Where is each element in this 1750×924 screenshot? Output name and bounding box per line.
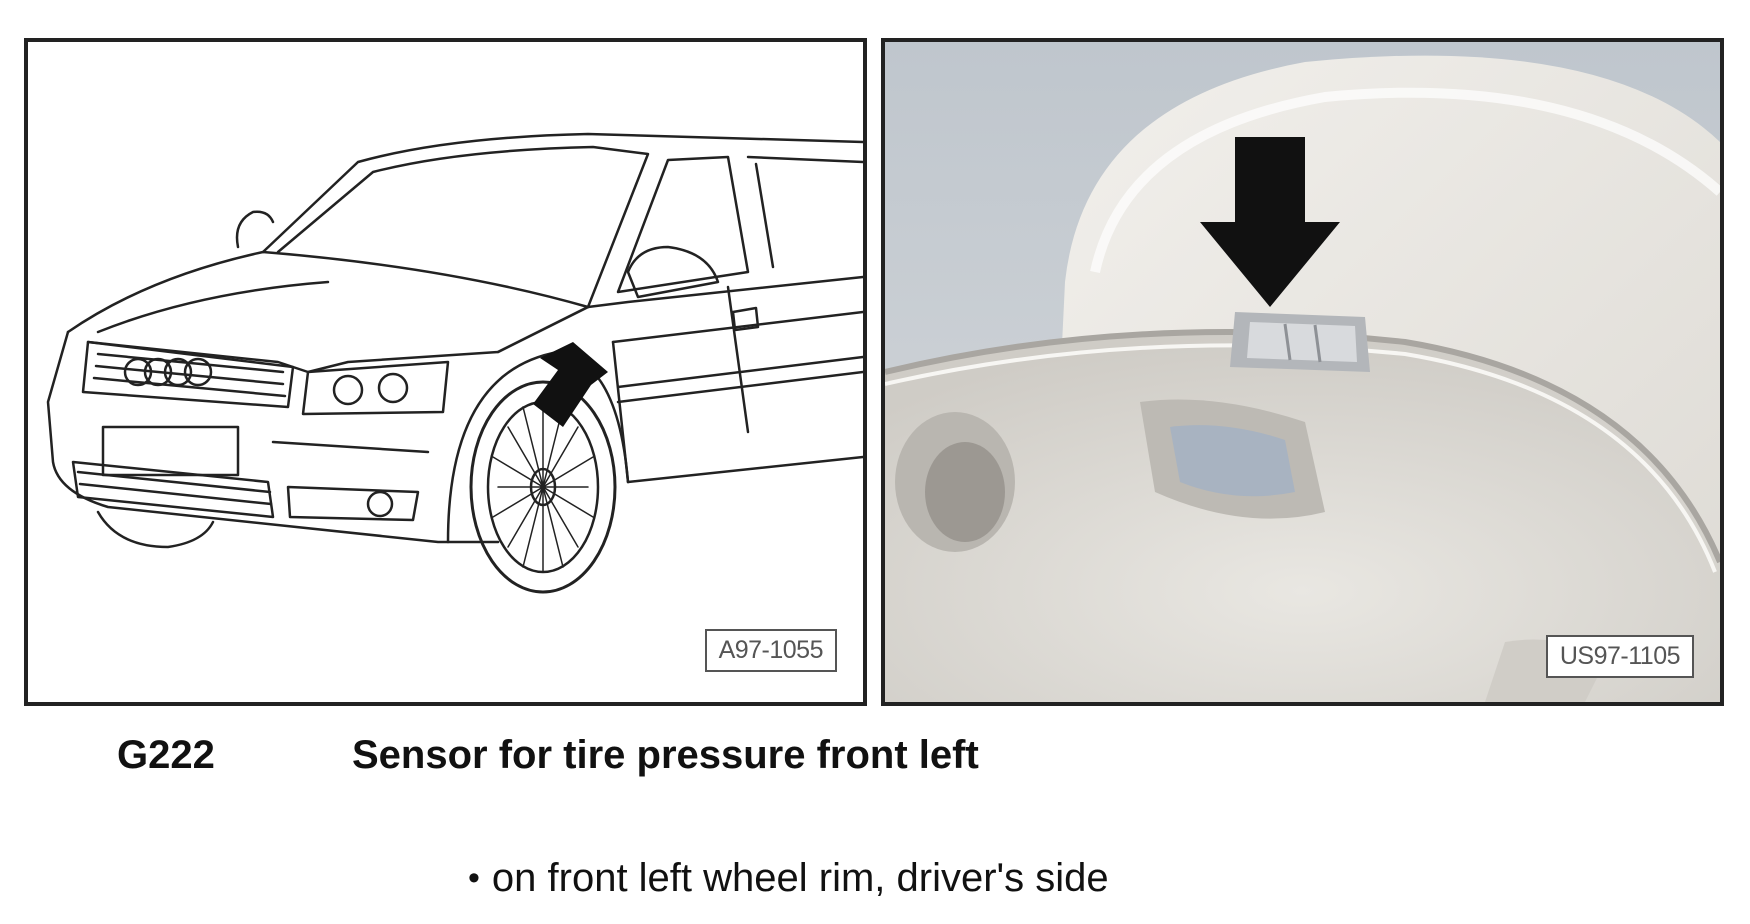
rim-photo-panel: US97-1105 [881, 38, 1724, 706]
car-illustration-panel: A97-1055 [24, 38, 867, 706]
pointer-arrow-left [533, 342, 608, 427]
figure-label-right: US97-1105 [1545, 635, 1694, 678]
pointer-arrow-right [1200, 137, 1340, 307]
car-line-drawing [46, 132, 863, 594]
location-bullet-item: • on front left wheel rim, driver's side [468, 858, 1109, 898]
rim-photo [885, 42, 1720, 702]
bullet-icon: • [468, 859, 480, 897]
component-title: Sensor for tire pressure front left [352, 733, 979, 777]
component-code: G222 [117, 733, 215, 777]
figure-label-left: A97-1055 [704, 629, 837, 672]
location-text: on front left wheel rim, driver's side [491, 856, 1109, 900]
